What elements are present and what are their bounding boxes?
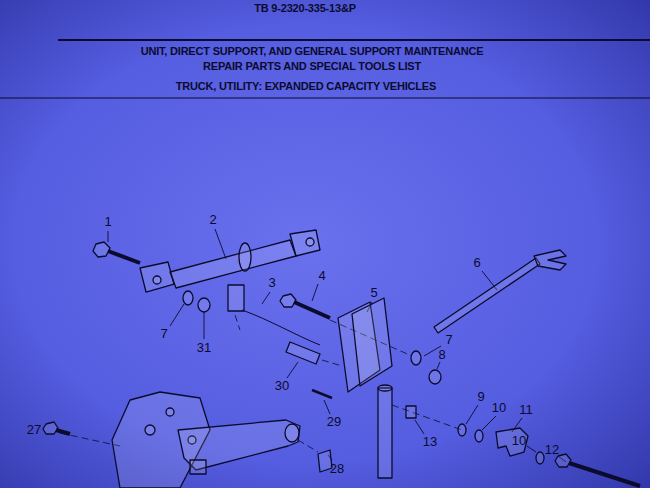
part-outline bbox=[108, 251, 140, 263]
part-outline bbox=[93, 242, 110, 257]
part-outline bbox=[145, 425, 155, 435]
leader-line bbox=[324, 400, 330, 414]
part-outline bbox=[190, 460, 206, 474]
part-outline bbox=[242, 310, 320, 345]
callout-number: 6 bbox=[473, 256, 480, 270]
callout-number: 29 bbox=[327, 415, 341, 429]
part-outline bbox=[569, 463, 640, 486]
part-outline bbox=[56, 430, 70, 434]
part-outline bbox=[239, 243, 251, 271]
part-outline bbox=[286, 342, 320, 364]
part-outline bbox=[434, 258, 540, 333]
leader-line bbox=[415, 420, 424, 434]
callout-number: 13 bbox=[423, 435, 437, 449]
part-outline bbox=[534, 250, 566, 270]
callout-number: 12 bbox=[545, 443, 559, 457]
part-outline bbox=[43, 230, 640, 488]
part-outline bbox=[166, 408, 174, 416]
callout-number: 28 bbox=[330, 462, 344, 476]
part-outline bbox=[285, 424, 299, 442]
callout-number: 30 bbox=[275, 379, 289, 393]
part-outline bbox=[536, 452, 544, 464]
center-line bbox=[235, 315, 240, 330]
part-outline bbox=[429, 370, 441, 384]
leader-line bbox=[527, 446, 536, 452]
part-outline bbox=[458, 424, 466, 436]
leader-line bbox=[437, 362, 440, 369]
part-outline bbox=[170, 240, 296, 288]
rule-line bbox=[58, 39, 650, 41]
callout-number: 2 bbox=[209, 213, 216, 227]
part-outline bbox=[306, 238, 314, 246]
leader-line bbox=[287, 362, 298, 378]
part-outline bbox=[496, 428, 528, 456]
leader-line bbox=[262, 292, 270, 304]
part-outline bbox=[475, 430, 483, 442]
callout-number: 1 bbox=[104, 215, 111, 229]
part-outline bbox=[140, 262, 174, 292]
part-outline bbox=[198, 298, 210, 312]
header-text: REPAIR PARTS AND SPECIAL TOOLS LIST bbox=[203, 60, 421, 72]
part-outline bbox=[153, 276, 161, 284]
header-text: UNIT, DIRECT SUPPORT, AND GENERAL SUPPOR… bbox=[141, 45, 484, 57]
callout-number: 3 bbox=[268, 276, 275, 290]
center-line bbox=[298, 440, 318, 452]
callout-number: 31 bbox=[197, 341, 211, 355]
leader-line bbox=[170, 304, 184, 326]
part-outline bbox=[290, 230, 320, 256]
part-outline bbox=[294, 302, 330, 318]
part-outline bbox=[228, 285, 244, 311]
part-outline bbox=[352, 298, 392, 386]
rule-line bbox=[0, 40, 650, 98]
callout-number: 11 bbox=[519, 403, 533, 417]
callout-number: 27 bbox=[27, 423, 41, 437]
part-outline bbox=[280, 294, 296, 307]
callout-number: 9 bbox=[477, 390, 484, 404]
leader-line bbox=[204, 312, 205, 339]
part-outline bbox=[378, 385, 392, 391]
leader-line bbox=[312, 284, 318, 301]
leader-line bbox=[482, 416, 496, 430]
callout-number: 7 bbox=[160, 327, 167, 341]
leader-line bbox=[466, 405, 478, 424]
part-outline bbox=[312, 390, 332, 398]
callout-number: 5 bbox=[370, 286, 377, 300]
leader-line bbox=[108, 231, 109, 242]
leader-line bbox=[215, 229, 226, 259]
document-number: TB 9-2320-335-13&P bbox=[254, 2, 356, 14]
callout-number: 8 bbox=[438, 348, 445, 362]
callout-number: 10 bbox=[492, 401, 506, 415]
part-outline bbox=[406, 406, 416, 418]
header-text: TRUCK, UTILITY: EXPANDED CAPACITY VEHICL… bbox=[176, 80, 436, 92]
center-line bbox=[322, 360, 342, 366]
callout-number: 4 bbox=[318, 269, 325, 283]
part-outline bbox=[183, 291, 193, 305]
callout-number: 7 bbox=[445, 333, 452, 347]
callout-number: 10 bbox=[512, 434, 526, 448]
center-line bbox=[392, 405, 462, 430]
part-outline bbox=[43, 422, 58, 434]
rule-line bbox=[0, 97, 650, 98]
part-outline bbox=[378, 388, 392, 478]
part-outline bbox=[411, 351, 421, 365]
